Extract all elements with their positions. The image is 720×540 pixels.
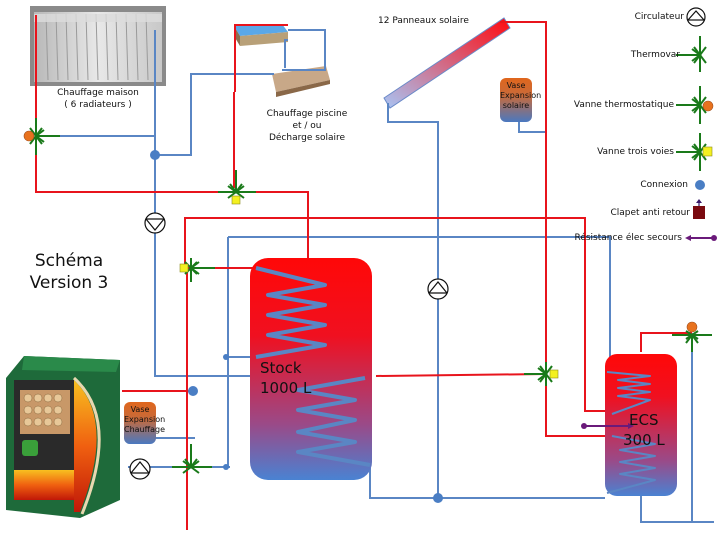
thermostatic-valve-head-icon (23, 130, 35, 142)
legend-label-circulateur: Circulateur (634, 12, 684, 22)
schema-title-line2: Version 3 (29, 273, 109, 293)
heat-exchanger-image (272, 66, 330, 97)
three-way-valve-actuator-icon (179, 263, 189, 273)
pool-image (234, 24, 288, 46)
solar-panels-label: 12 Panneaux solaire (378, 16, 469, 26)
legend-three-way-actuator-icon (702, 146, 713, 157)
vase-solaire-line3: solaire (502, 101, 530, 110)
legend-label-clapet-anti-retour: Clapet anti retour (610, 208, 690, 218)
connection-dots (150, 150, 443, 503)
solar-panel (383, 17, 511, 109)
pool-label-line3: Décharge solaire (268, 133, 346, 143)
legend-check-valve-icon (693, 199, 705, 219)
pool-label-line2: et / ou (292, 121, 322, 131)
legend-label-resistance-elec: Résistance élec secours (574, 233, 682, 243)
legend-thermostatic-valve-icon (676, 86, 707, 124)
legend-connection-dot-icon (695, 180, 705, 190)
legend-three-way-valve-icon (676, 133, 707, 171)
stock-tank-capacity: 1000 L (260, 379, 312, 397)
circulator-pump-radiator (144, 212, 166, 234)
vase-chauffage-line2: Expansion (124, 415, 166, 424)
radiator-label-line2: ( 6 radiateurs ) (64, 100, 132, 110)
stock-tank-name: Stock (260, 359, 302, 377)
ecs-tank-label: ECS 300 L (623, 410, 665, 450)
thermovar-boiler (172, 444, 212, 474)
vase-chauffage-line3: Chauffage (124, 425, 166, 434)
ecs-tank (605, 354, 677, 496)
circulator-pump-solar (427, 278, 449, 300)
pool-label-line1: Chauffage piscine (266, 109, 348, 119)
legend-label-connexion: Connexion (640, 180, 688, 190)
legend-thermovar-valve-icon (676, 36, 707, 72)
legend-label-thermovar: Thermovar (630, 50, 680, 60)
legend-label-vanne-thermostatique: Vanne thermostatique (573, 100, 674, 110)
vase-solaire-line2: Expansion (500, 91, 542, 100)
thermostatic-valve-ecs (672, 330, 712, 352)
three-way-valve-stock (184, 258, 215, 282)
legend-circulator-pump-icon (686, 7, 706, 27)
thermostatic-valve-head-icon (686, 321, 698, 333)
pool-label: Chauffage piscine et / ou Décharge solai… (262, 108, 352, 144)
three-way-valve-solar (524, 362, 553, 386)
stock-tank (250, 258, 372, 480)
vase-expansion-chauffage: Vase Expansion Chauffage (124, 402, 166, 444)
stock-tank-label: Stock 1000 L (260, 358, 311, 398)
legend-thermostatic-head-icon (702, 100, 714, 112)
schema-title: Schéma Version 3 (14, 250, 124, 294)
hot-pipes (35, 15, 692, 530)
vase-chauffage-line1: Vase (130, 405, 150, 414)
three-way-valve-pool (218, 170, 256, 199)
radiator-label: Chauffage maison ( 6 radiateurs ) (30, 87, 166, 111)
ecs-tank-name: ECS (629, 411, 659, 429)
schema-title-line1: Schéma (34, 251, 104, 271)
radiator-label-line1: Chauffage maison (57, 88, 139, 98)
three-way-valve-actuator-icon (549, 369, 559, 379)
boiler-image (6, 356, 120, 518)
legend-label-vanne-trois-voies: Vanne trois voies (597, 147, 674, 157)
ecs-tank-capacity: 300 L (623, 431, 665, 449)
three-way-valve-actuator-icon (231, 195, 241, 205)
circulator-pump-boiler (129, 458, 151, 480)
vase-solaire-line1: Vase (506, 81, 526, 90)
legend-electric-resistance-icon (685, 235, 717, 241)
thermostatic-valve-radiator (29, 118, 60, 155)
radiator-image (30, 6, 166, 86)
vase-expansion-solaire: Vase Expansion solaire (500, 78, 542, 122)
electric-resistance (581, 423, 634, 429)
